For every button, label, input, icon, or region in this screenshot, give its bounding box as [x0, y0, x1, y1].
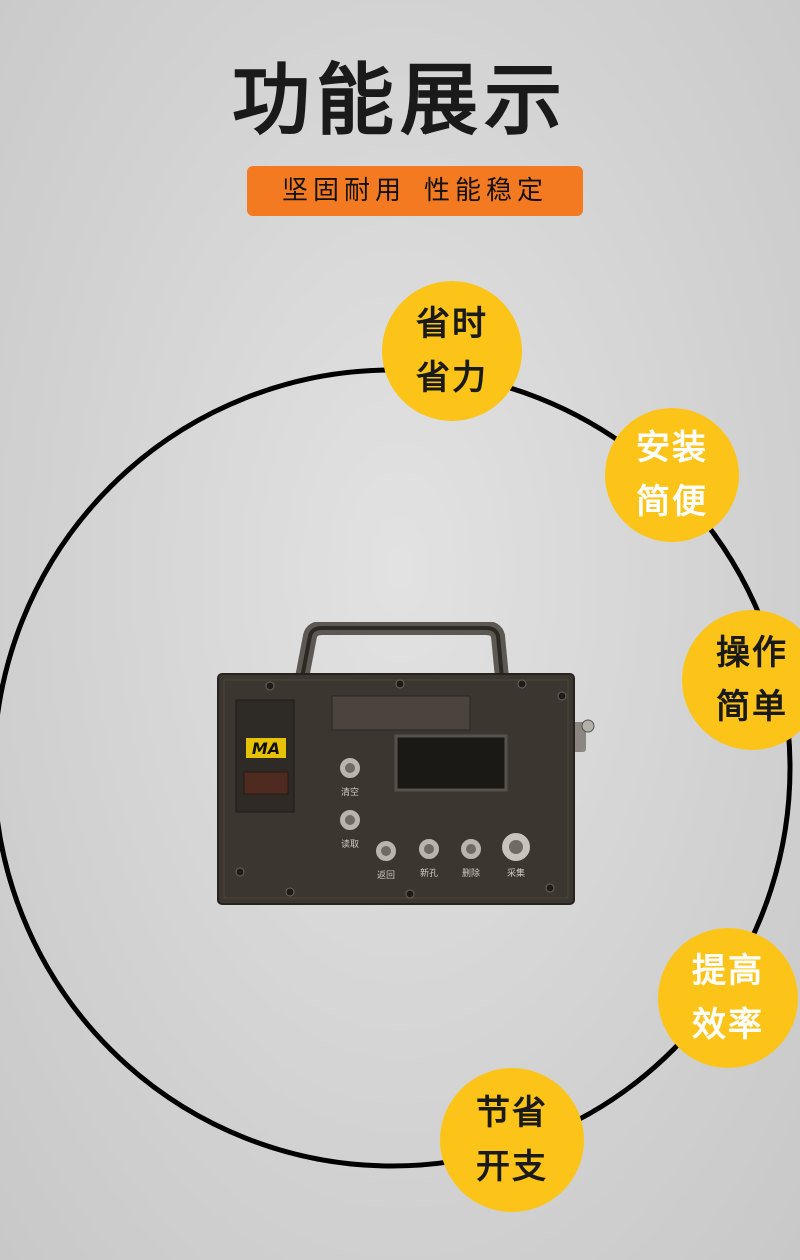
device-image: MA 清空 读取 返回 新孔 删除 采集 — [217, 622, 595, 905]
feature-badge-efficiency: 提高效率 — [658, 928, 798, 1068]
tagline-banner: 坚固耐用性能稳定 — [247, 166, 583, 216]
tagline-left: 坚固耐用 — [281, 176, 406, 206]
feature-badge-simple-operation: 操作简单 — [682, 610, 800, 750]
badge-line: 简便 — [636, 482, 708, 522]
device-screen — [394, 734, 508, 792]
badge-line: 操作 — [716, 633, 788, 673]
feature-badge-save-cost: 节省开支 — [440, 1068, 584, 1212]
label-clear: 清空 — [341, 786, 359, 798]
label-collect: 采集 — [507, 867, 525, 879]
badge-line: 节省 — [476, 1093, 548, 1133]
ma-logo: MA — [252, 739, 280, 758]
badge-line: 省时 — [416, 304, 488, 344]
badge-line: 简单 — [716, 687, 788, 727]
badge-line: 安装 — [636, 428, 708, 468]
page-title: 功能展示 — [231, 56, 568, 146]
badge-line: 开支 — [476, 1147, 548, 1187]
label-back: 返回 — [377, 869, 395, 881]
label-new-hole: 新孔 — [420, 867, 438, 879]
label-read: 读取 — [341, 838, 359, 850]
feature-badge-save-time: 省时省力 — [382, 281, 522, 421]
badge-line: 提高 — [692, 951, 764, 991]
badge-line: 省力 — [416, 358, 488, 398]
label-delete: 删除 — [462, 867, 480, 879]
feature-badge-easy-install: 安装简便 — [605, 408, 739, 542]
tagline-right: 性能稳定 — [424, 176, 549, 206]
badge-line: 效率 — [692, 1005, 764, 1045]
